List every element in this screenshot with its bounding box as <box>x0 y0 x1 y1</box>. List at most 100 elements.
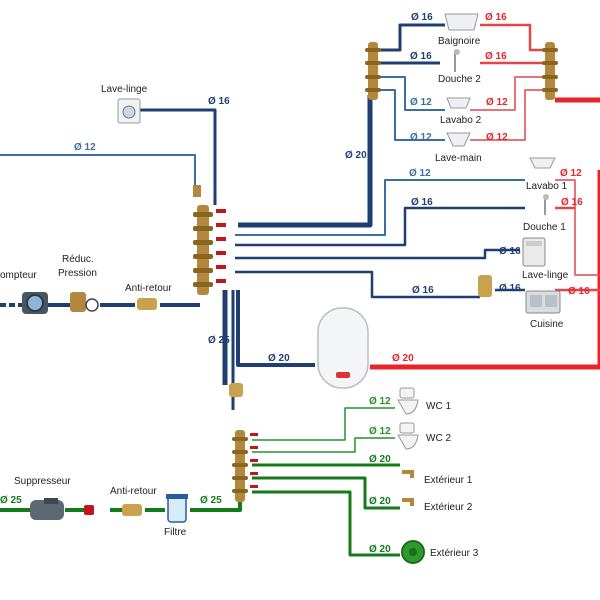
label-douche1: Douche 1 <box>523 222 566 233</box>
baignoire-icon <box>444 13 479 31</box>
pipe-ext3 <box>252 490 400 557</box>
pipe-cuisine-cold <box>235 270 480 299</box>
label-lavabo2: Lavabo 2 <box>440 115 482 126</box>
dia-wc2: Ø 12 <box>369 426 391 437</box>
compteur-icon <box>22 292 48 314</box>
lavabo2-icon <box>446 97 471 109</box>
douche2-icon <box>454 49 460 72</box>
cold-water-pipes <box>0 23 525 410</box>
lavabo1-icon <box>529 157 556 169</box>
wc1-icon <box>397 387 419 415</box>
pipe-douche1-cold <box>235 206 525 247</box>
dia-douche2-cold: Ø 16 <box>410 51 432 62</box>
valves-bottom-line-icon <box>84 505 94 515</box>
dia-douche1-hot: Ø 16 <box>561 197 583 208</box>
label-lavabo1: Lavabo 1 <box>526 181 568 192</box>
dia-ext3: Ø 20 <box>369 544 391 555</box>
pipe-wc2 <box>252 437 395 453</box>
dia-cuisine-b: Ø 16 <box>499 283 521 294</box>
lave-main-icon <box>446 132 471 147</box>
label-anti-retour-bottom: Anti-retour <box>110 486 157 497</box>
label-exterieur1: Extérieur 1 <box>424 475 473 486</box>
robinet-exterieur2-icon <box>402 498 414 506</box>
chauffe-eau-icon <box>317 307 369 389</box>
dia-baignoire-hot: Ø 16 <box>485 12 507 23</box>
enrouleur-exterieur3-icon <box>401 540 425 564</box>
dia-lavabo1-hot: Ø 12 <box>560 168 582 179</box>
manifold-top-hot <box>542 42 558 100</box>
dia-wc1: Ø 12 <box>369 396 391 407</box>
label-exterieur3: Extérieur 3 <box>430 548 479 559</box>
label-cuisine: Cuisine <box>530 319 564 330</box>
pipe-lavabo1-hot <box>555 179 600 276</box>
pipe-lave-linge-cold <box>235 248 520 260</box>
dia-heater-hot: Ø 20 <box>392 353 414 364</box>
pipe-lavemain-cold <box>378 89 445 141</box>
dia-lavabo2-hot: Ø 12 <box>486 97 508 108</box>
dia-lavabo2-cold: Ø 12 <box>410 97 432 108</box>
label-lave-linge-top: Lave-linge <box>101 84 148 95</box>
valve-lave-linge-icon <box>478 275 492 297</box>
anti-retour-top-icon <box>137 298 157 310</box>
reducteur-pression-icon <box>70 292 99 312</box>
dia-lavabo1-cold: Ø 12 <box>409 168 431 179</box>
dia-bottom-left: Ø 25 <box>0 495 22 506</box>
label-pression: Pression <box>58 268 97 279</box>
label-lave-linge: Lave-linge <box>522 270 569 281</box>
label-filtre: Filtre <box>164 527 187 538</box>
pipe-heater-cold <box>236 290 315 367</box>
dia-ext2: Ø 20 <box>369 496 391 507</box>
pipe-wc1 <box>252 407 395 441</box>
dia-lave-linge-top: Ø 16 <box>208 96 230 107</box>
label-wc1: WC 1 <box>426 401 451 412</box>
pipe-left-d12 <box>0 154 196 190</box>
label-anti-retour-top: Anti-retour <box>125 283 172 294</box>
dia-heater-cold: Ø 20 <box>268 353 290 364</box>
filtre-icon <box>166 494 188 523</box>
pipe-lave-linge-top <box>140 108 217 205</box>
suppresseur-icon <box>30 498 64 520</box>
manifold-bottom <box>232 430 258 502</box>
lave-linge-icon <box>522 237 546 267</box>
lave-linge-top-icon <box>117 98 141 124</box>
dia-ext1: Ø 20 <box>369 454 391 465</box>
manifold-main <box>193 185 226 295</box>
device-labels: Lave-linge Baignoire Douche 2 Lavabo 2 L… <box>0 36 569 559</box>
manifold-top-cold <box>365 42 381 100</box>
pipe-lavabo2-cold <box>378 76 445 111</box>
dia-baignoire-cold: Ø 16 <box>411 12 433 23</box>
dia-bottom-right: Ø 25 <box>200 495 222 506</box>
label-baignoire: Baignoire <box>438 36 481 47</box>
dia-left-d12: Ø 12 <box>74 142 96 153</box>
douche1-icon <box>543 194 549 215</box>
label-suppresseur: Suppresseur <box>14 476 71 487</box>
dia-riser-d25: Ø 25 <box>208 335 230 346</box>
hot-water-pipes <box>370 23 600 370</box>
dia-douche1-cold: Ø 16 <box>411 197 433 208</box>
dia-cuisine-a: Ø 16 <box>412 285 434 296</box>
pipe-lavabo1-cold <box>235 179 525 236</box>
label-compteur: ompteur <box>0 270 37 281</box>
pipe-d20-up <box>238 95 373 228</box>
robinet-exterieur1-icon <box>402 470 414 478</box>
pipe-ext2 <box>252 476 400 510</box>
label-lave-main: Lave-main <box>435 153 482 164</box>
pipe-lavabo2-hot <box>470 76 545 111</box>
pipe-lavemain-hot <box>470 89 545 141</box>
dia-lavemain-hot: Ø 12 <box>486 132 508 143</box>
pipe-baignoire-hot <box>480 23 545 52</box>
dia-d20-vertical: Ø 20 <box>345 150 367 161</box>
label-exterieur2: Extérieur 2 <box>424 502 473 513</box>
diameter-labels: Ø 16 Ø 12 Ø 20 Ø 16 Ø 16 Ø 16 Ø 16 Ø 12 … <box>0 12 590 555</box>
cuisine-icon <box>525 290 561 314</box>
anti-retour-bottom-icon <box>122 504 142 516</box>
label-douche2: Douche 2 <box>438 74 481 85</box>
clapet-riser-icon <box>229 383 243 397</box>
dia-lave-linge: Ø 16 <box>499 246 521 257</box>
label-wc2: WC 2 <box>426 433 451 444</box>
wc2-icon <box>397 422 419 450</box>
dia-douche2-hot: Ø 16 <box>485 51 507 62</box>
dia-cuisine-hot: Ø 16 <box>568 286 590 297</box>
label-reduc: Réduc. <box>62 254 94 265</box>
